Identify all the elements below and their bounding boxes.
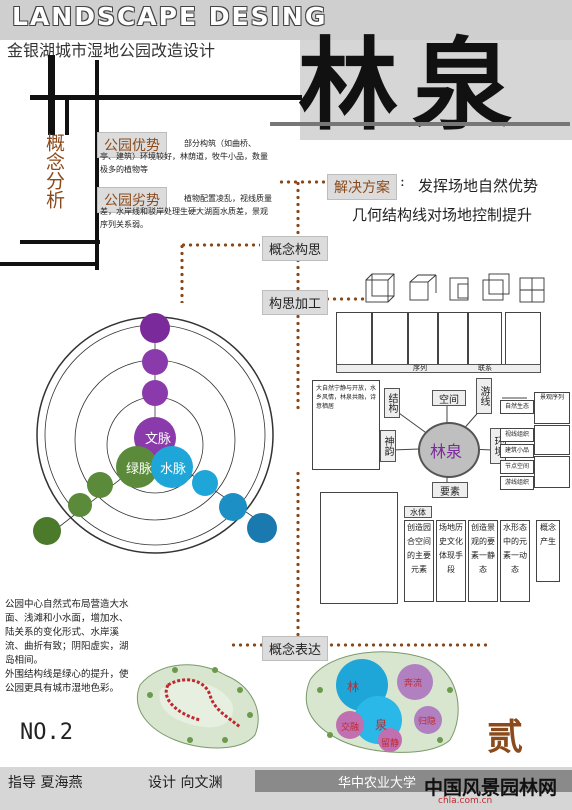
bottom-col-3: 创造景观的要素一静态: [468, 520, 498, 602]
tbar-small-vertical: [65, 100, 69, 135]
site-plan-right: [305, 651, 459, 753]
solution-colon: :: [400, 174, 405, 190]
structure-node-kongjian: 空间: [432, 390, 466, 406]
process-footer-bar: [336, 364, 541, 373]
page-char: 贰: [487, 716, 524, 758]
map-circle-guiyin: [414, 706, 442, 734]
structure-center: [418, 422, 480, 478]
node-blue-1: [192, 470, 218, 496]
map-label-benliu: 奔流: [404, 679, 423, 689]
right-item-8: [534, 456, 570, 488]
footer-watermark-url: chla.com.cn: [438, 796, 493, 806]
bottom-left-para1: 公园中心自然式布局营造大水面、浅滩和小水面，增加水、陆关系的变化形式、水岸溪流、…: [5, 599, 129, 666]
map-circle-liujing: [378, 728, 402, 752]
map-label-quan: 泉: [375, 718, 388, 732]
header-big-char-quan: 泉: [412, 26, 512, 144]
bottom-header-shuiti: 水体: [404, 506, 432, 518]
center-lvmai-circle: [116, 446, 158, 488]
tbar-main-horizontal: [30, 95, 302, 100]
advantages-text: 部分构筑（如曲桥、亭、建筑）环境较好，林荫道，牧牛小品，数量极多的植物等: [100, 139, 268, 174]
tbar-lower-horizontal-2: [0, 262, 98, 266]
map-label-liujing: 留静: [381, 739, 400, 749]
disadvantages-label: 公园劣势: [97, 187, 167, 213]
concept-express-label: 概念表达: [262, 636, 329, 661]
concept-process-label: 构思加工: [262, 290, 329, 315]
process-footer-sequence: 序列: [413, 364, 427, 372]
node-purple-3: [142, 380, 168, 406]
site-plan-left: [136, 664, 259, 749]
advantages-label: 公园优势: [97, 132, 167, 158]
circle-diagram: [33, 313, 277, 554]
right-item-7: [534, 425, 570, 455]
dotted-line-build: [180, 243, 260, 247]
center-shuimai: 水脉: [160, 462, 187, 477]
dotted-line-v-left: [180, 243, 184, 303]
center-shuimai-circle: [151, 446, 193, 488]
bottom-desc-box: [320, 492, 398, 604]
footer-advisor: 指导 夏海燕: [8, 775, 83, 791]
node-blue-2: [219, 493, 247, 521]
dotted-line-v-bottom: [296, 470, 300, 640]
bottom-col-2: 场地历史文化体现手段: [436, 520, 466, 602]
dotted-line-express: [230, 643, 490, 647]
map-circle-benliu: [397, 664, 433, 700]
solution-line1: 发挥场地自然优势: [418, 177, 539, 195]
process-col-4: [438, 312, 468, 366]
header-big-char-lin: 林: [298, 26, 398, 144]
tbar-center-vertical: [95, 60, 99, 270]
footer-school: 华中农业大学: [338, 776, 417, 791]
right-item-5: 游线组织: [500, 476, 534, 490]
right-item-1: 自然生态: [500, 400, 534, 414]
quote-box: 大自然宁静与开放，水乡风情，林泉共融，诗意栖居: [312, 380, 380, 470]
center-lvmai: 绿脉: [126, 462, 153, 477]
tbar-lower-horizontal: [20, 240, 100, 244]
process-col-2: [372, 312, 408, 366]
bottom-col-4: 水形态中的元素一动态: [500, 520, 530, 602]
structure-node-youxian: 游线: [476, 378, 492, 414]
page-number: NO.2: [20, 720, 73, 745]
bottom-left-para2: 外围结构线是绿心的提升，使公园更具有城市湿地色彩。: [5, 669, 129, 694]
node-green-3: [33, 517, 61, 545]
bottom-col-5: 概念产生: [536, 520, 560, 582]
concept-side-label: 概念分析: [43, 133, 65, 209]
right-item-6: 景观序列: [534, 392, 570, 424]
map-label-guiyin: 归隐: [418, 717, 437, 727]
right-item-3: 建筑小品: [500, 444, 534, 458]
header-top-band: [0, 0, 572, 40]
cube-sketches: [365, 273, 545, 303]
footer-dark-band: [255, 770, 572, 792]
right-item-2: 视线组织: [500, 428, 534, 442]
node-blue-3: [247, 513, 277, 543]
dotted-line-solution: [278, 180, 326, 184]
node-purple-1: [140, 313, 170, 343]
header-subtitle-cn: 金银湖城市湿地公园改造设计: [7, 41, 216, 60]
process-col-6: [468, 312, 502, 366]
map-circle-jiaorong: [336, 711, 364, 739]
bottom-col-1: 创造园合空间的主要元素: [404, 520, 434, 602]
tbar-right-segment: [270, 122, 570, 126]
map-label-lin: 林: [347, 680, 360, 694]
solution-label: 解决方案: [327, 174, 397, 200]
header-title-en: LANDSCAPE DESING: [12, 2, 328, 31]
solution-line2: 几何结构线对场地控制提升: [352, 206, 533, 224]
node-green-1: [87, 472, 113, 498]
process-col-5: [505, 312, 541, 366]
dotted-line-process: [296, 297, 366, 301]
concept-build-label: 概念构思: [262, 236, 329, 261]
structure-node-shenyun: 神韵: [380, 430, 396, 462]
right-item-4: 节点空间: [500, 460, 534, 474]
footer-designer: 设计 向文渊: [148, 775, 223, 791]
node-purple-2: [142, 349, 168, 375]
node-green-2: [68, 493, 92, 517]
center-wenmai: 文脉: [145, 432, 172, 447]
process-footer-link: 联系: [478, 364, 492, 372]
footer-watermark-cn: 中国风景园林网: [424, 777, 558, 799]
process-col-3: [408, 312, 438, 366]
structure-node-yaosu: 要素: [432, 482, 468, 498]
map-label-jiaorong: 交融: [341, 723, 360, 733]
disadvantages-text: 植物配置凌乱，视线质量差，水岸线和驳岸处理生硬大湖面水质差，景观序列关系弱。: [100, 194, 272, 229]
process-col-1: [336, 312, 372, 366]
structure-node-jiegou: 结构: [384, 388, 400, 418]
structure-center-label: 林泉: [430, 442, 463, 461]
